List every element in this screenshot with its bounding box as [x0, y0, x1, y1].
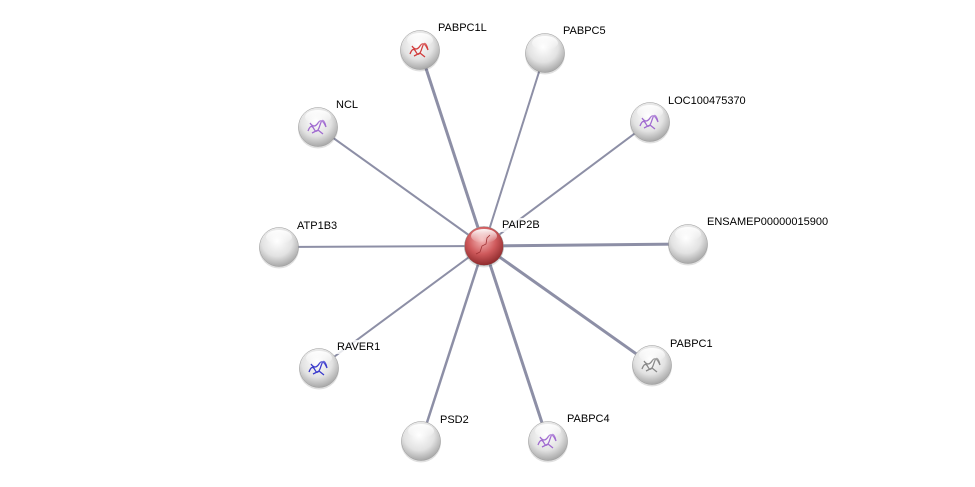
node-highlight: [535, 424, 561, 438]
node-highlight: [305, 110, 331, 124]
label-background: [334, 98, 361, 112]
node-pabpc1l[interactable]: PABPC1L: [400, 21, 489, 72]
edge-paip2b-ncl[interactable]: [317, 126, 485, 247]
node-pabpc4[interactable]: PABPC4: [528, 412, 612, 463]
node-highlight: [532, 36, 558, 50]
node-loc100475370[interactable]: LOC100475370: [630, 94, 748, 144]
node-label: PAIP2B: [502, 219, 540, 231]
node-label: NCL: [336, 99, 358, 111]
node-pabpc5[interactable]: PABPC5: [525, 24, 608, 75]
edge-paip2b-atp1b3[interactable]: [278, 245, 485, 248]
label-background: [668, 337, 715, 351]
node-ensamep00000015900[interactable]: ENSAMEP00000015900: [668, 215, 831, 266]
node-highlight: [637, 105, 663, 119]
node-highlight: [306, 351, 332, 365]
edge-paip2b-psd2[interactable]: [419, 245, 486, 442]
node-pabpc1[interactable]: PABPC1: [632, 337, 715, 387]
label-background: [438, 413, 471, 427]
edge-paip2b-pabpc5[interactable]: [483, 52, 546, 247]
node-label: RAVER1: [337, 341, 380, 353]
node-label: PABPC1: [670, 338, 713, 350]
label-background: [561, 24, 608, 38]
node-psd2[interactable]: PSD2: [401, 413, 471, 463]
node-label: LOC100475370: [668, 95, 746, 107]
node-highlight: [675, 227, 701, 241]
node-atp1b3[interactable]: ATP1B3: [259, 219, 340, 269]
node-highlight: [407, 33, 433, 47]
label-background: [705, 215, 831, 229]
label-background: [335, 340, 383, 354]
node-paip2b[interactable]: PAIP2B: [464, 218, 542, 268]
node-highlight: [471, 229, 497, 243]
node-label: ATP1B3: [297, 220, 337, 232]
edge-paip2b-pabpc1l[interactable]: [418, 49, 486, 247]
label-background: [436, 21, 489, 35]
node-label: PABPC4: [567, 413, 610, 425]
label-background: [565, 412, 612, 426]
label-background: [666, 94, 748, 108]
edge-paip2b-ensamep00000015900[interactable]: [483, 242, 689, 248]
label-background: [295, 219, 340, 233]
edge-paip2b-pabpc1[interactable]: [483, 244, 653, 367]
node-label: PABPC1L: [438, 22, 487, 34]
node-label: ENSAMEP00000015900: [707, 216, 828, 228]
edge-paip2b-pabpc4[interactable]: [482, 245, 550, 442]
label-background: [500, 218, 542, 232]
node-highlight: [266, 230, 292, 244]
node-raver1[interactable]: RAVER1: [299, 340, 383, 390]
node-label: PABPC5: [563, 25, 606, 37]
node-highlight: [408, 424, 434, 438]
node-ncl[interactable]: NCL: [298, 98, 361, 149]
node-highlight: [639, 348, 665, 362]
protein-structure-icon: [475, 234, 491, 255]
node-label: PSD2: [440, 414, 469, 426]
